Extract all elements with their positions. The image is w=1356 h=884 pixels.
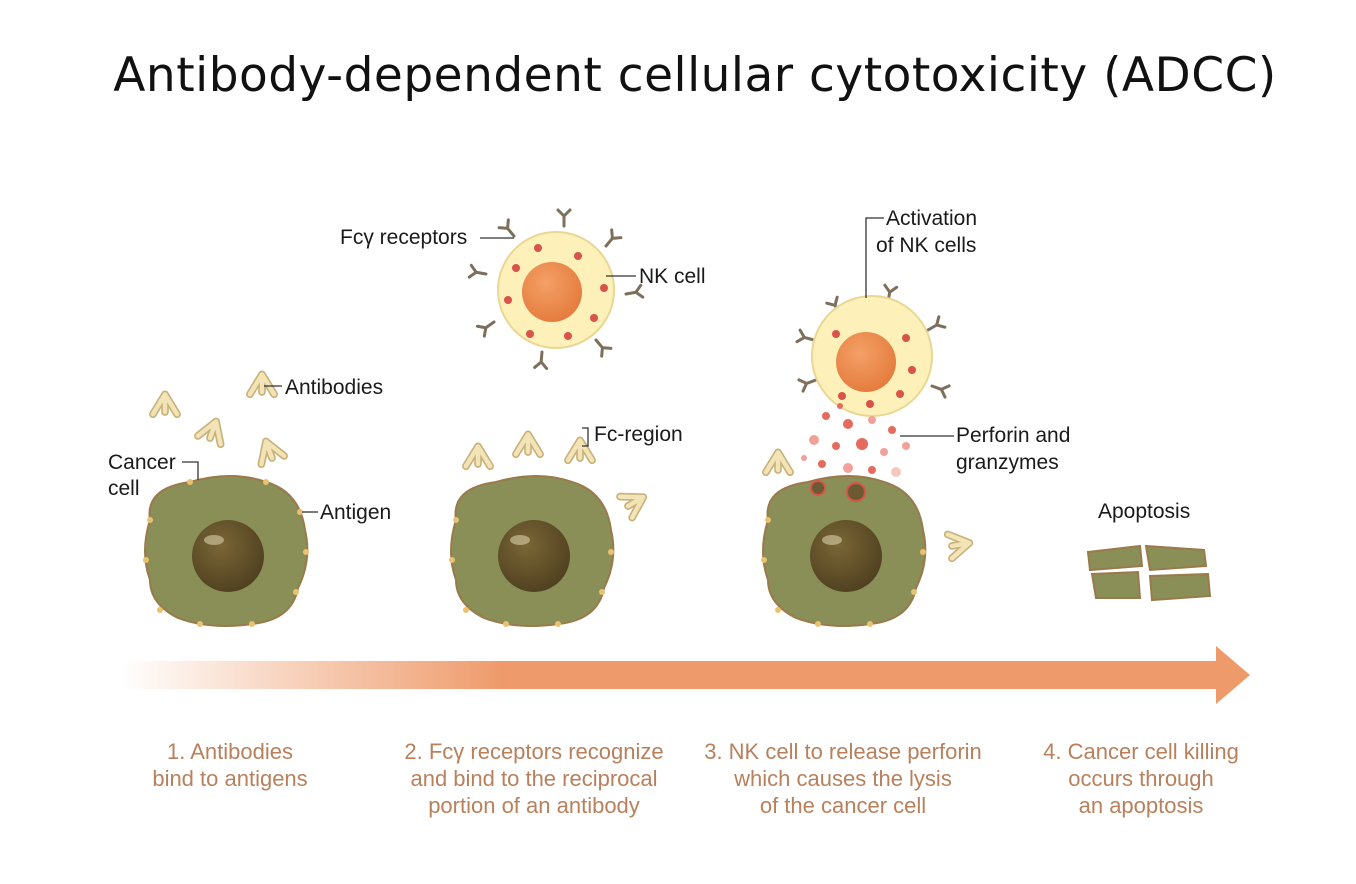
step-3-line-2: which causes the lysis [734, 766, 952, 791]
leader-lines [182, 217, 954, 513]
step-3-caption: 3. NK cell to release perforin which cau… [683, 738, 1003, 819]
label-cancer-cell-2: cell [108, 477, 140, 500]
step-1-line-1: 1. Antibodies [167, 739, 293, 764]
antigens [143, 479, 926, 627]
step-4-line-2: occurs through [1068, 766, 1214, 791]
step-4-caption: 4. Cancer cell killing occurs through an… [981, 738, 1301, 819]
process-arrow [120, 646, 1250, 704]
label-perforin-1: Perforin and [956, 424, 1071, 447]
label-nk-cell: NK cell [639, 265, 706, 288]
label-antigen: Antigen [320, 501, 392, 524]
nk-cell-1 [467, 208, 645, 370]
cancer-cell-3 [762, 475, 927, 627]
step-2-line-2: and bind to the reciprocal [410, 766, 658, 791]
cancer-cell-1 [144, 475, 309, 627]
step-4-line-3: an apoptosis [1078, 793, 1204, 818]
perforin-granules [801, 403, 910, 477]
apoptotic-fragments [1086, 544, 1212, 602]
step-3-line-3: of the cancer cell [759, 793, 927, 818]
label-perforin-2: granzymes [956, 451, 1059, 474]
label-cancer-cell-1: Cancer [108, 451, 176, 474]
cancer-cell-2 [450, 475, 615, 627]
step-1-caption: 1. Antibodies bind to antigens [70, 738, 390, 792]
step-3-line-1: 3. NK cell to release perforin [704, 739, 982, 764]
label-activation-2: of NK cells [876, 234, 977, 257]
label-antibodies: Antibodies [285, 376, 384, 399]
nk-cell-2 [795, 283, 951, 417]
step-2-line-3: portion of an antibody [428, 793, 640, 818]
label-fc-region: Fc-region [594, 423, 683, 446]
step-1-line-2: bind to antigens [152, 766, 308, 791]
step-4-line-1: 4. Cancer cell killing [1043, 739, 1239, 764]
page-title: Antibody-dependent cellular cytotoxicity… [113, 48, 1277, 103]
label-apoptosis: Apoptosis [1098, 500, 1191, 523]
step-2-line-1: 2. Fcγ receptors recognize [404, 739, 664, 764]
step-2-caption: 2. Fcγ receptors recognize and bind to t… [374, 738, 694, 819]
label-fcy-receptors: Fcγ receptors [340, 226, 468, 249]
label-activation-1: Activation [886, 207, 978, 230]
